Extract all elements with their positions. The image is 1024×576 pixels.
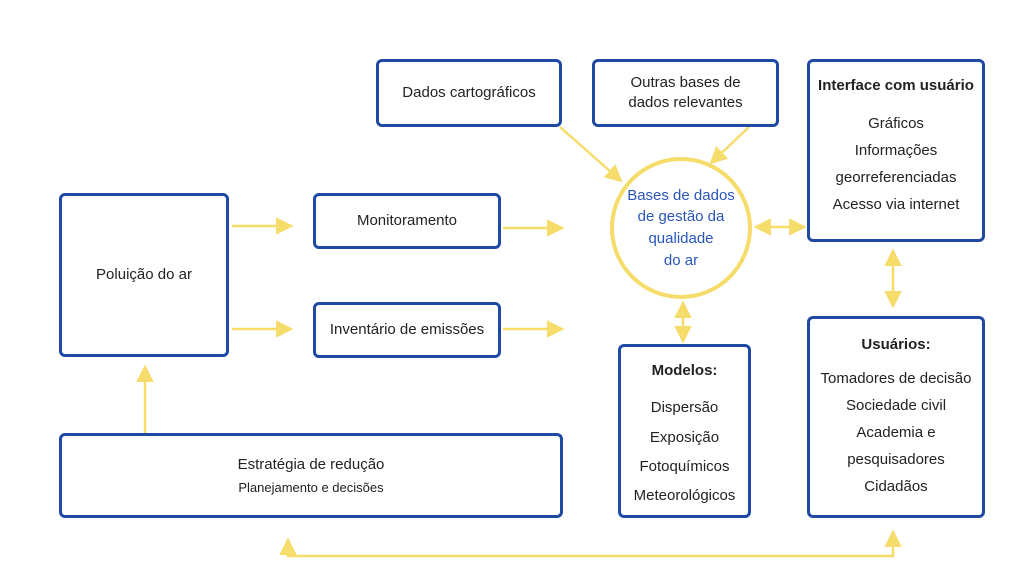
estrategia-title: Estratégia de redução xyxy=(237,455,385,473)
usuarios-item-tomadores: Tomadores de decisão xyxy=(820,370,972,388)
modelos-title: Modelos: xyxy=(651,362,718,379)
usuarios-item-academia: Academia e xyxy=(856,424,936,442)
interface-title: Interface com usuário xyxy=(818,77,974,94)
modelos-item-meteorologicos: Meteorológicos xyxy=(633,487,736,504)
box-modelos: Modelos: Dispersão Exposição Fotoquímico… xyxy=(618,344,751,518)
box-inventario-emissoes-label: Inventário de emissões xyxy=(329,320,485,338)
arrow-cartograficos-bases xyxy=(559,126,623,183)
box-estrategia-reducao: Estratégia de redução Planejamento e dec… xyxy=(59,433,563,518)
interface-item-georreferenciadas: georreferenciadas xyxy=(835,169,957,187)
usuarios-title: Usuários: xyxy=(861,336,931,353)
modelos-item-dispersao: Dispersão xyxy=(650,399,719,417)
box-poluicao-ar: Poluição do ar xyxy=(59,193,229,357)
box-poluicao-ar-label: Poluição do ar xyxy=(96,265,192,283)
box-usuarios: Usuários: Tomadores de decisão Sociedade… xyxy=(807,316,985,518)
modelos-item-fotoquimicos: Fotoquímicos xyxy=(639,457,730,475)
usuarios-item-cidadaos: Cidadãos xyxy=(864,478,928,496)
box-interface-usuario: Interface com usuário Gráficos Informaçõ… xyxy=(807,59,985,242)
interface-item-acesso-internet: Acesso via internet xyxy=(832,196,960,214)
interface-item-informacoes: Informações xyxy=(854,142,938,160)
modelos-item-exposicao: Exposição xyxy=(649,428,720,446)
usuarios-item-pesquisadores: pesquisadores xyxy=(847,451,945,469)
arrow-outras-bases-bases xyxy=(709,126,750,165)
box-outras-bases: Outras bases de dados relevantes xyxy=(592,59,779,127)
circle-bases-label: Bases de dados de gestão da qualidade do… xyxy=(627,186,735,269)
box-outras-bases-label: Outras bases de dados relevantes xyxy=(628,73,743,111)
circle-bases-gestao-qualidade-ar: Bases de dados de gestão da qualidade do… xyxy=(610,157,752,299)
estrategia-subtitle: Planejamento e decisões xyxy=(238,479,384,495)
box-inventario-emissoes: Inventário de emissões xyxy=(313,302,501,358)
box-dados-cartograficos-label: Dados cartográficos xyxy=(402,83,536,101)
box-dados-cartograficos: Dados cartográficos xyxy=(376,59,562,127)
box-monitoramento: Monitoramento xyxy=(313,193,501,249)
arrow-estrategia-usuarios-loop xyxy=(279,529,902,558)
box-monitoramento-label: Monitoramento xyxy=(356,211,458,229)
interface-item-graficos: Gráficos xyxy=(868,115,924,133)
usuarios-item-sociedade-civil: Sociedade civil xyxy=(845,397,947,415)
